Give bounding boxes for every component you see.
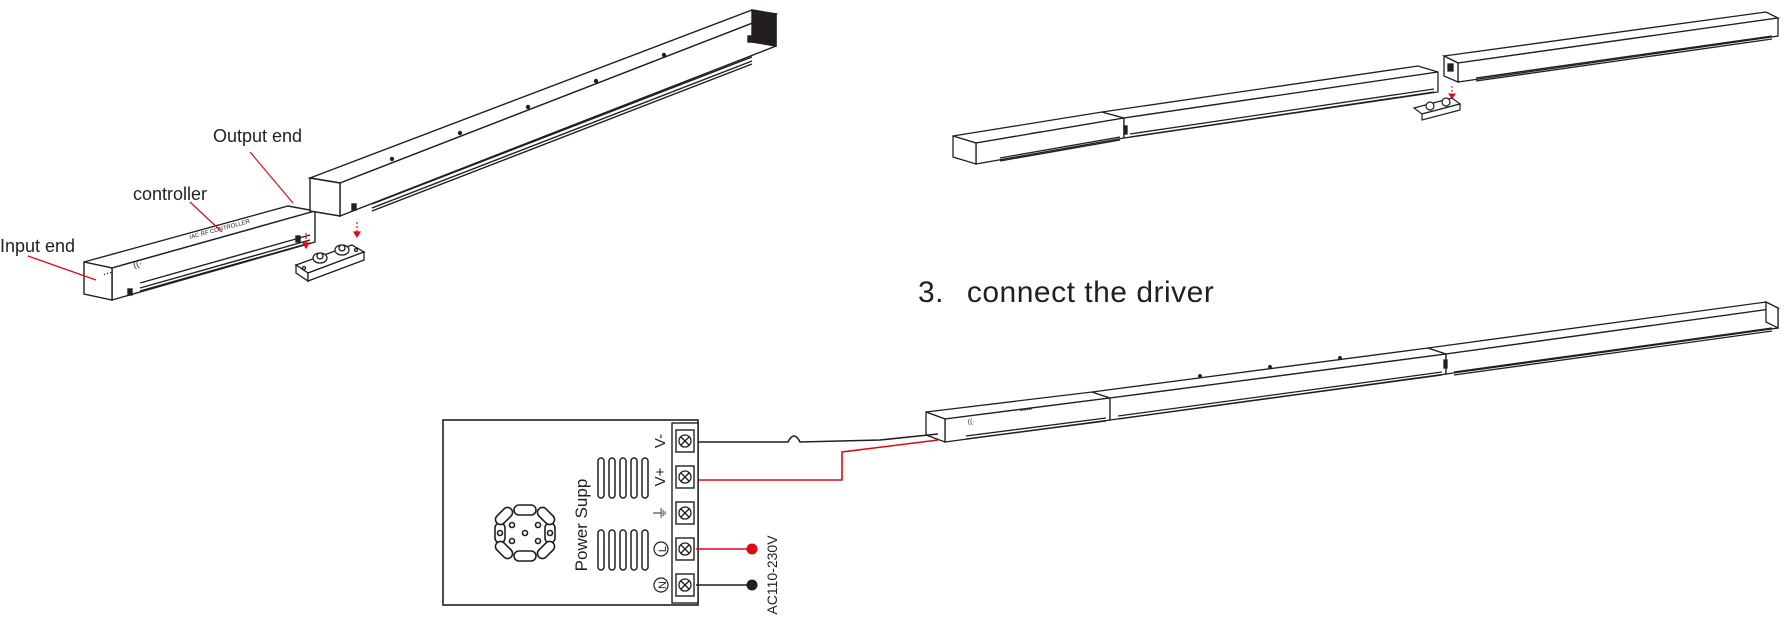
led-bar-left-long [307, 9, 779, 218]
insert-arrows-2 [1448, 86, 1456, 99]
terminal-screws [678, 434, 692, 592]
dc-wires [686, 433, 939, 481]
led-bar-bottom-1: ▪▪▪▪▪▪▪ ((· [925, 391, 1111, 443]
step-text: connect the driver [966, 276, 1215, 309]
led-bar-bottom-3 [1427, 300, 1781, 376]
ac-input-wires [696, 543, 758, 591]
controller-print-2: ▪▪▪▪▪▪▪ [1029, 129, 1042, 137]
terminal-label-l: L [653, 541, 669, 557]
rf-icon-2: ((· [967, 418, 975, 426]
step-number: 3. [918, 276, 945, 309]
insert-arrows [301, 222, 362, 250]
led-bar-right-top-3 [1441, 11, 1781, 83]
controller-print-3: ▪▪▪▪▪▪▪ [1020, 406, 1033, 413]
label-controller: controller [133, 184, 208, 204]
connector-piece [294, 244, 366, 283]
psu-label: Power Supp [572, 479, 591, 572]
svg-text:N: N [657, 581, 669, 589]
label-input-end: Input end [0, 236, 76, 256]
live-terminal-dot [746, 543, 758, 555]
ac-voltage-label: AC110-230V [764, 535, 780, 615]
led-bar-right-top-2 [1101, 65, 1439, 139]
led-bar-bottom-2 [1091, 347, 1447, 421]
psu-housing [442, 419, 699, 606]
neutral-terminal-dot [746, 579, 758, 591]
rf-icon: ((· [132, 258, 143, 270]
vent-slots [597, 457, 649, 571]
connector-piece-2 [1412, 97, 1462, 121]
terminal-label-vminus: V- [652, 434, 669, 448]
terminal-label-n: N [653, 577, 669, 593]
power-supply: V- V+ ⏚ L N Power Supp [442, 419, 699, 606]
svg-text:L: L [657, 546, 669, 552]
controller-bar [83, 205, 316, 301]
terminal-label-vplus: V+ [652, 467, 669, 486]
label-leaders [27, 151, 294, 281]
indicator-marks: ▪ ▪ ▪ [103, 270, 113, 278]
led-bar-right-top-1: ▪▪▪▪▪▪▪ [952, 111, 1125, 165]
step-3-heading: 3. connect the driver [918, 276, 1214, 310]
fan-icon [494, 504, 556, 562]
terminal-label-ground: ⏚ [652, 505, 669, 520]
label-output-end: Output end [213, 126, 303, 146]
